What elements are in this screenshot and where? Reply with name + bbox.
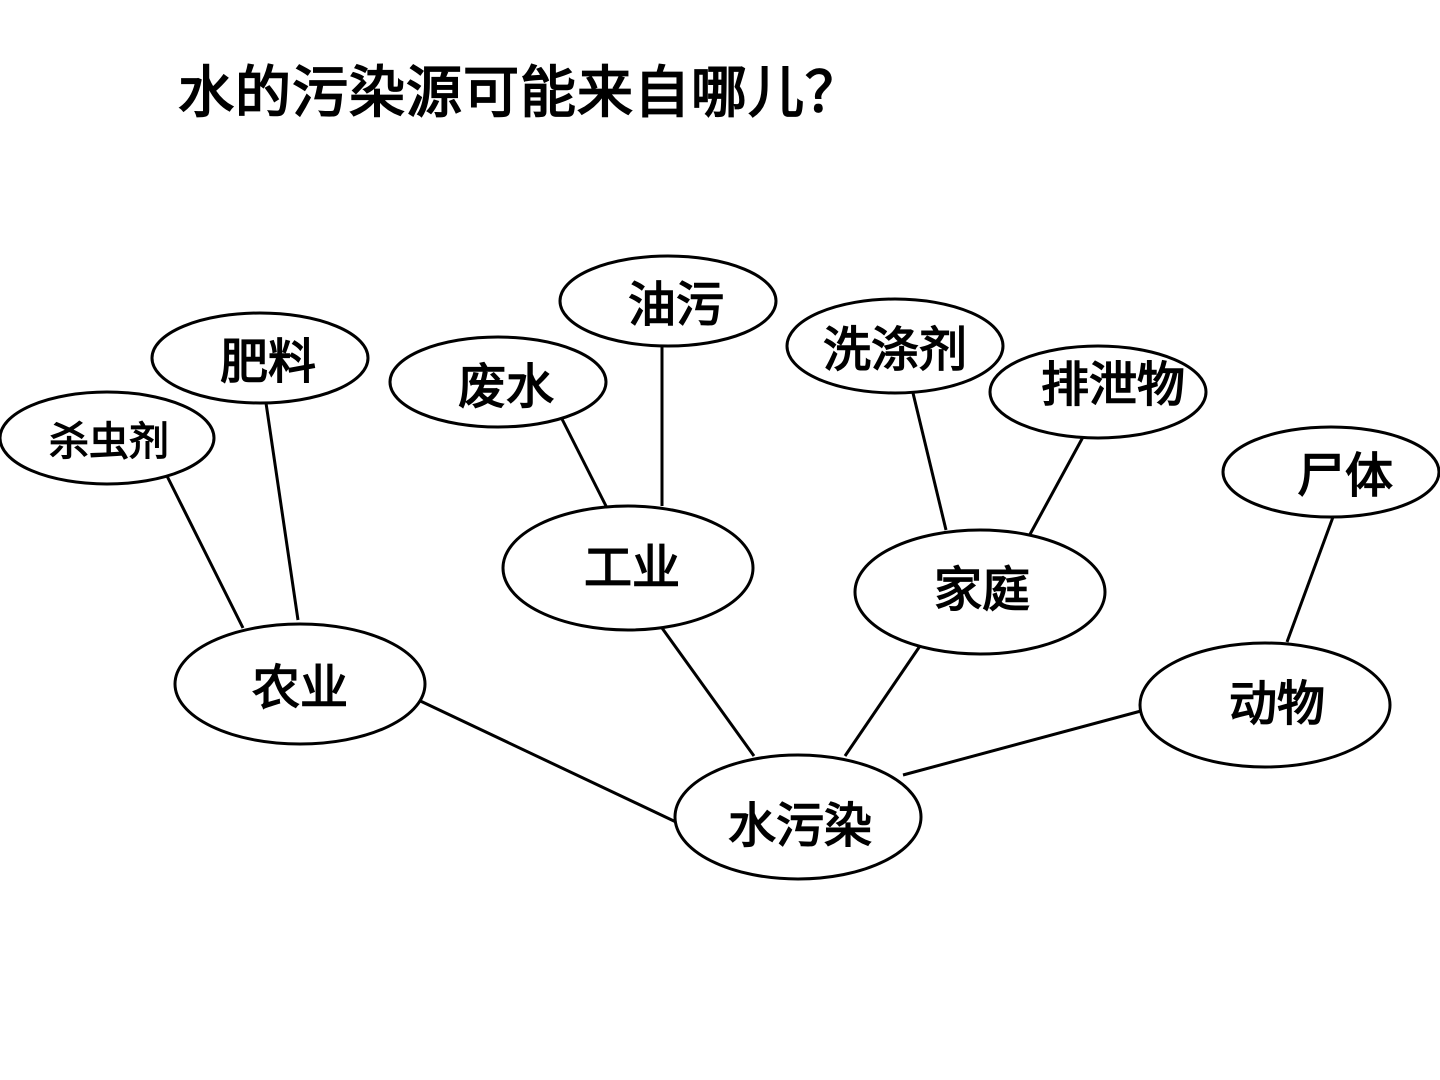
node-label-pesticide: 杀虫剂	[49, 419, 169, 465]
node-ellipse-fertilizer	[150, 311, 370, 405]
node-industry: 工业	[501, 504, 755, 632]
edge-household-to-excrement	[1026, 436, 1085, 539]
edge-industry-to-wastewater	[560, 418, 608, 507]
edge-water-pollution-to-household	[843, 642, 924, 757]
node-wastewater: 废水	[388, 335, 608, 429]
node-label-household: 家庭	[934, 562, 1030, 618]
node-label-oil-stain: 油污	[628, 277, 724, 333]
node-ellipse-detergent	[785, 297, 1005, 395]
node-fertilizer: 肥料	[150, 311, 370, 405]
node-ellipse-excrement	[988, 344, 1208, 440]
node-ellipse-agriculture	[173, 622, 427, 746]
slide-title: 水的污染源可能来自哪儿？	[178, 61, 862, 126]
node-ellipse-carcass	[1221, 425, 1440, 519]
node-label-excrement: 排泄物	[1041, 357, 1185, 413]
edge-water-pollution-to-industry	[660, 627, 756, 757]
node-label-industry: 工业	[584, 540, 680, 596]
node-ellipse-animals	[1138, 641, 1392, 769]
node-excrement: 排泄物	[988, 344, 1208, 440]
edge-water-pollution-to-agriculture	[413, 696, 677, 824]
node-label-animals: 动物	[1229, 676, 1325, 732]
edge-agriculture-to-pesticide	[164, 473, 245, 629]
node-water-pollution: 水污染	[673, 753, 923, 881]
edge-agriculture-to-fertilizer	[264, 402, 300, 621]
node-label-detergent: 洗涤剂	[823, 322, 967, 378]
node-animals: 动物	[1138, 641, 1392, 769]
node-ellipse-wastewater	[388, 335, 608, 429]
node-agriculture: 农业	[173, 622, 427, 746]
connector-lines	[164, 346, 1335, 824]
edge-household-to-detergent	[911, 392, 948, 531]
node-household: 家庭	[853, 528, 1107, 656]
node-carcass: 尸体	[1221, 425, 1440, 519]
node-ellipse-industry	[501, 504, 755, 632]
node-label-agriculture: 农业	[252, 660, 348, 716]
node-ellipse-oil-stain	[558, 254, 778, 348]
edge-animals-to-carcass	[1285, 516, 1335, 643]
node-oil-stain: 油污	[558, 254, 778, 348]
node-ellipse-water-pollution	[673, 753, 923, 881]
node-label-water-pollution: 水污染	[728, 798, 872, 854]
node-detergent: 洗涤剂	[785, 297, 1005, 395]
node-pesticide: 杀虫剂	[0, 390, 216, 486]
node-ellipse-pesticide	[0, 390, 216, 486]
node-label-wastewater: 废水	[458, 359, 555, 415]
node-label-carcass: 尸体	[1297, 448, 1393, 504]
node-ellipse-household	[853, 528, 1107, 656]
node-label-fertilizer: 肥料	[220, 334, 316, 390]
edge-water-pollution-to-animals	[902, 709, 1142, 777]
